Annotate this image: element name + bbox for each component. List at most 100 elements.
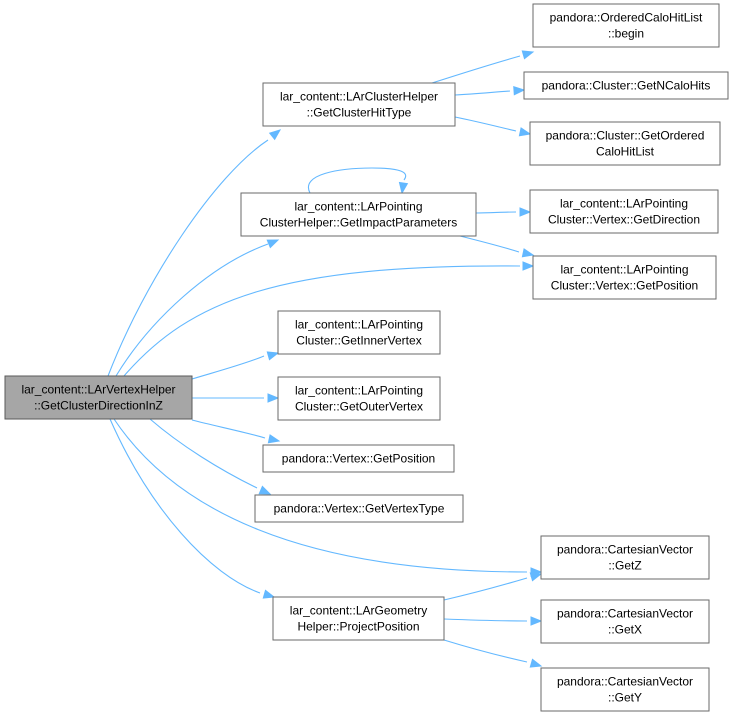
node-orderedBegin[interactable]: pandora::OrderedCaloHitList::begin [532,3,720,48]
edge-line [454,116,517,132]
node-label: lar_content::LArClusterHelper [280,90,438,104]
node-box [240,192,477,237]
arrowhead [521,50,535,60]
node-box [540,599,710,644]
edge-root-to-getInnerVertex [191,351,280,380]
node-label: pandora::Cluster::GetOrdered [546,129,705,143]
edge-root-to-projectPosition [109,418,276,599]
edge-line [123,265,521,377]
node-label: Cluster::GetOuterVertex [295,400,423,414]
arrowhead [513,86,526,96]
node-getOuterVertex[interactable]: lar_content::LArPointingCluster::GetOute… [277,376,441,421]
edge-line [149,418,258,489]
arrowhead [267,393,280,403]
node-vertexGetPosition[interactable]: pandora::Vertex::GetPosition [262,444,455,473]
node-label: CaloHitList [596,145,655,159]
node-label: pandora::Vertex::GetPosition [282,452,435,466]
arrowhead [262,589,276,599]
node-label: ::GetClusterDirectionInZ [34,399,163,413]
node-label: pandora::CartesianVector [557,675,693,689]
node-label: ::GetClusterHitType [307,106,412,120]
arrowhead [268,129,282,141]
edge-line [191,419,266,439]
node-label: Cluster::Vertex::GetDirection [548,213,700,227]
node-box [529,121,721,166]
node-box [540,535,710,580]
edge-line [443,639,528,663]
node-box [277,376,441,421]
node-root[interactable]: lar_content::LArVertexHelper::GetCluster… [4,375,193,420]
node-pcvGetPosition[interactable]: lar_content::LArPointingCluster::Vertex:… [532,255,717,300]
arrowhead [529,572,543,582]
node-projectPosition[interactable]: lar_content::LArGeometryHelper::ProjectP… [272,596,445,641]
node-getClusterHitType[interactable]: lar_content::LArClusterHelper::GetCluste… [262,82,456,127]
edge-line [459,235,520,253]
arrowhead [266,351,280,361]
edge-line [191,355,265,380]
edge-root-to-getImpactParameters [115,239,280,377]
node-box [532,255,717,300]
edge-line [109,418,261,594]
node-label: lar_content::LArPointing [295,384,423,398]
node-label: Cluster::Vertex::GetPosition [551,279,698,293]
node-label: lar_content::LArPointing [560,197,688,211]
node-getNCaloHits[interactable]: pandora::Cluster::GetNCaloHits [523,71,729,100]
node-label: pandora::Vertex::GetVertexType [274,502,445,516]
node-label: lar_content::LArGeometry [290,604,427,618]
node-pcvGetDirection[interactable]: lar_content::LArPointingCluster::Vertex:… [529,189,719,234]
arrowhead [258,485,272,495]
node-box [254,494,464,523]
edge-projectPosition-to-cvGetX [443,616,543,626]
edge-getClusterHitType-to-getOrderedCaloHitList [454,116,532,137]
edges-layer [107,50,543,668]
node-label: lar_content::LArPointing [295,318,423,332]
node-label: ::GetY [608,691,642,705]
node-box [529,189,719,234]
node-box [262,82,456,127]
node-getImpactParameters[interactable]: lar_content::LArPointingClusterHelper::G… [240,192,477,237]
arrowhead [522,261,535,271]
edge-line [431,55,521,84]
node-label: ::GetX [608,623,642,637]
node-label: ::begin [608,27,644,41]
node-label: pandora::Cluster::GetNCaloHits [542,79,711,93]
arrowhead [529,658,543,668]
node-box [272,596,445,641]
edge-getClusterHitType-to-getNCaloHits [454,86,526,96]
edge-line [115,243,269,377]
arrowhead [518,127,532,137]
edge-root-to-getClusterHitType [107,129,282,377]
node-label: pandora::OrderedCaloHitList [550,11,703,25]
edge-line [443,618,528,622]
edge-projectPosition-to-cvGetY [443,639,543,668]
node-cvGetX[interactable]: pandora::CartesianVector::GetX [540,599,710,644]
arrowhead [519,207,532,217]
node-cvGetZ[interactable]: pandora::CartesianVector::GetZ [540,535,710,580]
edge-line [475,211,517,214]
edge-projectPosition-to-cvGetZ [443,572,543,601]
node-label: Cluster::GetInnerVertex [296,334,421,348]
node-label: lar_content::LArVertexHelper [21,383,175,397]
edge-root-to-pcvGetPosition [123,261,535,377]
edge-getImpactParameters-to-pcvGetPosition [459,235,535,258]
edge-root-to-vertexGetVertexType [149,418,272,495]
node-vertexGetVertexType[interactable]: pandora::Vertex::GetVertexType [254,494,464,523]
node-label: pandora::CartesianVector [557,543,693,557]
node-getInnerVertex[interactable]: lar_content::LArPointingCluster::GetInne… [277,310,441,355]
node-box [277,310,441,355]
node-cvGetY[interactable]: pandora::CartesianVector::GetY [540,667,710,712]
node-box [4,375,193,420]
edge-getImpactParameters-to-getImpactParameters [307,167,409,195]
edge-getImpactParameters-to-pcvGetDirection [475,207,532,217]
edge-root-to-vertexGetPosition [191,419,281,444]
node-label: ClusterHelper::GetImpactParameters [260,216,457,230]
edge-getClusterHitType-to-orderedBegin [431,50,535,84]
node-label: lar_content::LArPointing [560,263,688,277]
node-label: pandora::CartesianVector [557,607,693,621]
node-label: Helper::ProjectPosition [297,620,419,634]
node-label: lar_content::LArPointing [294,200,422,214]
edge-root-to-getOuterVertex [192,393,280,403]
edge-line [107,139,269,377]
